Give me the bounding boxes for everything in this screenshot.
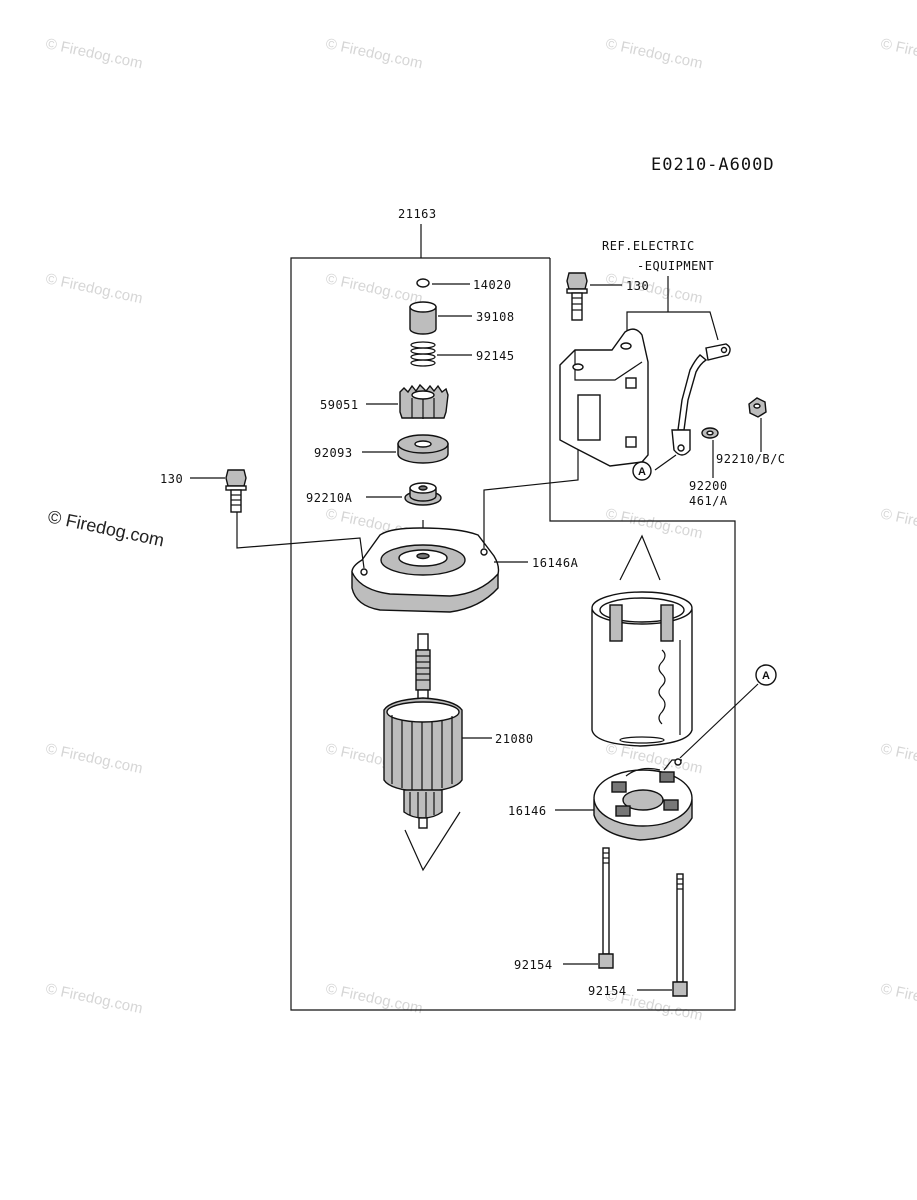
- watermark: © Firedog.com: [324, 35, 424, 72]
- brush-holder-icon: [593, 758, 693, 841]
- mounting-bracket: [559, 328, 649, 467]
- assembly-frame: 21163: [290, 207, 736, 1011]
- diagram-code: E0210-A600D: [651, 155, 775, 175]
- nut-icon: [748, 397, 767, 418]
- cable-lead: [654, 343, 731, 471]
- part-92154-right[interactable]: 92154: [588, 873, 688, 998]
- part-92145[interactable]: 92145: [410, 341, 515, 367]
- part-number-14020: 14020: [473, 278, 512, 292]
- watermark: © Firedog.com: [879, 980, 917, 1017]
- part-number-92154: 92154: [588, 984, 627, 998]
- watermark: © Firedog.com: [44, 270, 144, 307]
- part-number-16146: 16146: [508, 804, 547, 818]
- part-92200[interactable]: 92200: [689, 427, 728, 493]
- watermark: © Firedog.com: [879, 740, 917, 777]
- watermark: © Firedog.com: [44, 980, 144, 1017]
- svg-text:A: A: [638, 466, 646, 478]
- part-16146[interactable]: 16146: [508, 758, 693, 841]
- pinion-gear-icon: [399, 383, 449, 419]
- seal-icon: [397, 434, 449, 464]
- part-number-92210-b-c: 92210/B/C: [716, 452, 786, 466]
- part-number-92154: 92154: [514, 958, 553, 972]
- ring-icon: [416, 278, 430, 288]
- svg-text:A: A: [762, 670, 770, 682]
- through-bolt-icon: [598, 847, 614, 969]
- part-number-16146A: 16146A: [532, 556, 579, 570]
- watermark: © Firedog.com: [879, 35, 917, 72]
- callout-a-brush-holder: A: [755, 664, 777, 686]
- part-number-39108: 39108: [476, 310, 515, 324]
- reference-note-line-2: -EQUIPMENT: [637, 259, 714, 273]
- part-number-92093: 92093: [314, 446, 353, 460]
- part-21080[interactable]: 21080: [383, 633, 534, 829]
- watermark-prominent: © Firedog.com: [46, 506, 166, 550]
- part-number-130: 130: [160, 472, 183, 486]
- part-59051[interactable]: 59051: [320, 383, 449, 419]
- yoke-housing: [591, 534, 693, 747]
- part-number-461A: 461/A: [689, 494, 728, 508]
- part-number-92145: 92145: [476, 349, 515, 363]
- part-16146A[interactable]: 16146A: [351, 527, 579, 613]
- assembly-number: 21163: [398, 207, 437, 221]
- watermark: © Firedog.com: [324, 980, 424, 1017]
- part-130-right[interactable]: 130: [566, 272, 649, 321]
- part-number-21080: 21080: [495, 732, 534, 746]
- watermark: © Firedog.com: [604, 270, 704, 307]
- watermark: © Firedog.com: [879, 505, 917, 542]
- part-92210A[interactable]: 92210A: [306, 482, 442, 506]
- bolt-icon: [225, 469, 247, 513]
- spring-icon: [410, 341, 436, 367]
- part-461A[interactable]: 461/A: [689, 494, 728, 508]
- callout-a-bracket: A: [632, 461, 652, 481]
- part-14020[interactable]: 14020: [416, 278, 512, 292]
- part-92154-left[interactable]: 92154: [514, 847, 614, 972]
- part-130-left[interactable]: 130: [160, 469, 247, 513]
- part-number-130: 130: [626, 279, 649, 293]
- part-number-92200: 92200: [689, 479, 728, 493]
- collar-icon: [409, 301, 437, 335]
- part-92093[interactable]: 92093: [314, 434, 449, 464]
- bolt-icon: [566, 272, 588, 321]
- part-number-92210A: 92210A: [306, 491, 353, 505]
- watermark: © Firedog.com: [44, 35, 144, 72]
- part-number-59051: 59051: [320, 398, 359, 412]
- watermark-group: © Firedog.com © Firedog.com © Firedog.co…: [44, 35, 917, 1024]
- washer-icon: [701, 427, 719, 439]
- armature-icon: [383, 633, 463, 829]
- nut-icon: [404, 482, 442, 506]
- part-39108[interactable]: 39108: [409, 301, 515, 335]
- watermark: © Firedog.com: [324, 270, 424, 307]
- front-cover-icon: [351, 527, 500, 613]
- through-bolt-icon: [672, 873, 688, 997]
- part-92210BC[interactable]: 92210/B/C: [716, 397, 786, 466]
- watermark: © Firedog.com: [44, 740, 144, 777]
- watermark: © Firedog.com: [604, 505, 704, 542]
- reference-note-line-1: REF.ELECTRIC: [602, 239, 695, 253]
- watermark: © Firedog.com: [604, 35, 704, 72]
